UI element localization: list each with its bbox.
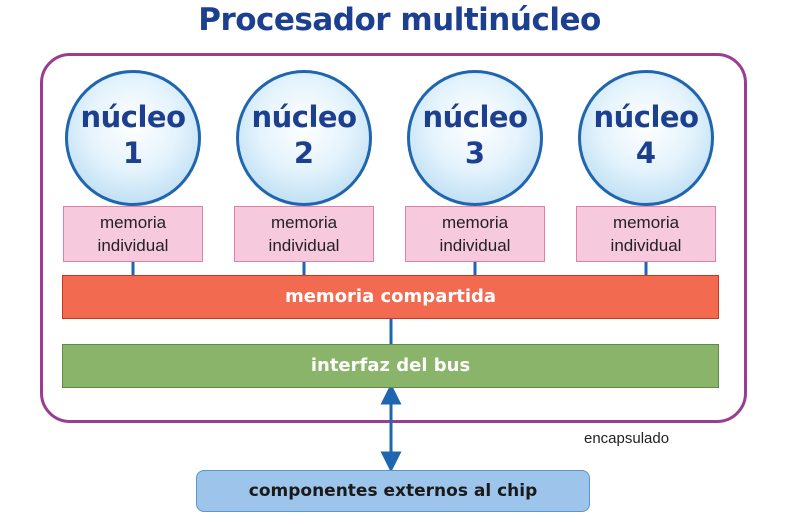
core-4: núcleo 4: [578, 70, 714, 206]
package-label: encapsulado: [584, 430, 670, 447]
shared-memory-bar: memoria compartida: [62, 275, 719, 319]
external-components-box: componentes externos al chip: [196, 470, 590, 512]
individual-memory-2: memoria individual: [234, 206, 374, 262]
core-label: núcleo: [80, 100, 186, 134]
diagram-title: Procesador multinúcleo: [198, 2, 601, 38]
memory-label-line2: individual: [439, 236, 511, 255]
individual-memory-1: memoria individual: [63, 206, 203, 262]
core-label: núcleo: [422, 100, 528, 134]
core-label: núcleo: [251, 100, 357, 134]
core-number: 3: [464, 136, 486, 170]
core-number: 4: [635, 136, 657, 170]
individual-memory-3: memoria individual: [405, 206, 545, 262]
memory-label-line1: memoria: [270, 213, 338, 232]
memory-label-line1: memoria: [99, 213, 167, 232]
core-number: 1: [122, 136, 144, 170]
memory-label-line2: individual: [610, 236, 682, 255]
bus-interface-bar: interfaz del bus: [62, 344, 719, 388]
memory-label-line1: memoria: [441, 213, 509, 232]
individual-memory-4: memoria individual: [576, 206, 716, 262]
memory-label-line2: individual: [97, 236, 169, 255]
core-number: 2: [293, 136, 315, 170]
core-1: núcleo 1: [65, 70, 201, 206]
core-3: núcleo 3: [407, 70, 543, 206]
memory-label-line2: individual: [268, 236, 340, 255]
core-label: núcleo: [593, 100, 699, 134]
core-2: núcleo 2: [236, 70, 372, 206]
memory-label-line1: memoria: [612, 213, 680, 232]
